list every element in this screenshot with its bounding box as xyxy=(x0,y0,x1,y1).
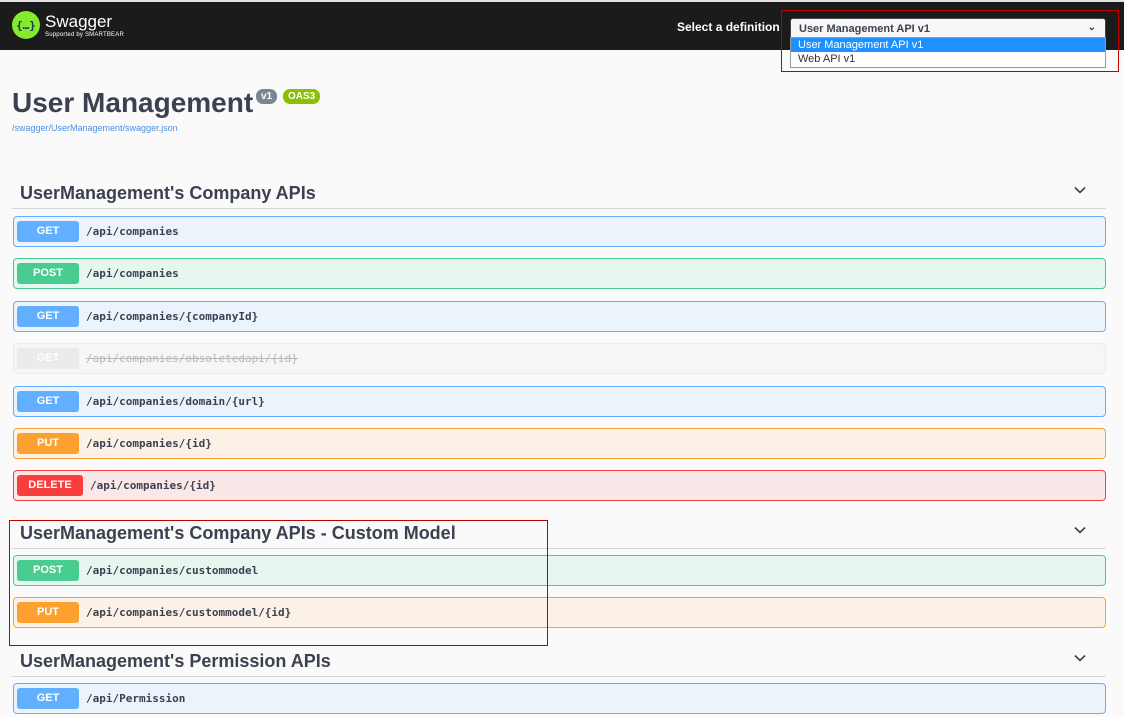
operation-path: /api/companies/custommodel xyxy=(86,564,259,577)
method-badge: GET xyxy=(17,348,79,369)
method-badge: PUT xyxy=(17,433,79,454)
swagger-logo-icon: {…} xyxy=(12,11,40,39)
operation-row[interactable]: POST /api/companies/custommodel xyxy=(13,555,1106,586)
operation-row-deprecated[interactable]: GET /api/companies/obsoletedapi/{id} xyxy=(13,343,1106,374)
swagger-logo[interactable]: {…} Swagger Supported by SMARTBEAR xyxy=(12,11,124,39)
chevron-down-icon xyxy=(1074,186,1086,194)
method-badge: GET xyxy=(17,306,79,327)
chevron-down-icon xyxy=(1074,526,1086,534)
operation-path: /api/companies/{id} xyxy=(90,479,216,492)
logo-subtitle: Supported by SMARTBEAR xyxy=(45,31,124,38)
method-badge: PUT xyxy=(17,602,79,623)
version-badge: v1 xyxy=(256,89,278,104)
chevron-down-icon: ⌄ xyxy=(1087,22,1096,33)
method-badge: GET xyxy=(17,391,79,412)
operation-row[interactable]: POST /api/companies xyxy=(13,258,1106,289)
operation-row[interactable]: PUT /api/companies/custommodel/{id} xyxy=(13,597,1106,628)
operation-path: /api/Permission xyxy=(86,692,186,705)
method-badge: GET xyxy=(17,688,79,709)
dropdown-option[interactable]: User Management API v1 xyxy=(791,38,1105,52)
operation-path: /api/companies/custommodel/{id} xyxy=(86,606,292,619)
dropdown-option[interactable]: Web API v1 xyxy=(798,53,856,65)
operation-row[interactable]: GET /api/Permission xyxy=(13,683,1106,714)
method-badge: POST xyxy=(17,560,79,581)
operation-path: /api/companies xyxy=(86,225,179,238)
tag-section-company-custom-model[interactable]: UserManagement's Company APIs - Custom M… xyxy=(12,515,1106,549)
tag-title: UserManagement's Permission APIs xyxy=(20,651,331,671)
operation-row[interactable]: GET /api/companies/{companyId} xyxy=(13,301,1106,332)
tag-section-permission-apis[interactable]: UserManagement's Permission APIs xyxy=(12,643,1106,677)
operation-path: /api/companies/obsoletedapi/{id} xyxy=(86,352,298,365)
operation-path: /api/companies xyxy=(86,267,179,280)
tag-title: UserManagement's Company APIs xyxy=(20,183,316,203)
operation-path: /api/companies/{id} xyxy=(86,437,212,450)
page-title: User Management xyxy=(12,87,254,118)
logo-name: Swagger xyxy=(45,11,113,31)
spec-url-link[interactable]: /swagger/UserManagement/swagger.json xyxy=(12,123,178,133)
chevron-down-icon xyxy=(1074,654,1086,662)
oas-badge: OAS3 xyxy=(283,89,321,104)
definition-dropdown: User Management API v1 Web API v1 xyxy=(790,37,1106,68)
method-badge: POST xyxy=(17,263,79,284)
tag-section-company-apis[interactable]: UserManagement's Company APIs xyxy=(12,175,1106,209)
selected-definition: User Management API v1 xyxy=(799,23,931,35)
operation-row[interactable]: GET /api/companies/domain/{url} xyxy=(13,386,1106,417)
select-definition-label: Select a definition xyxy=(677,20,780,34)
operation-path: /api/companies/domain/{url} xyxy=(86,395,265,408)
method-badge: GET xyxy=(17,221,79,242)
topbar: {…} Swagger Supported by SMARTBEAR Selec… xyxy=(0,0,1124,50)
operation-row[interactable]: PUT /api/companies/{id} xyxy=(13,428,1106,459)
definition-select[interactable]: User Management API v1 ⌄ xyxy=(790,18,1106,40)
operation-row[interactable]: GET /api/companies xyxy=(13,216,1106,247)
operation-path: /api/companies/{companyId} xyxy=(86,310,259,323)
tag-title: UserManagement's Company APIs - Custom M… xyxy=(20,523,456,543)
method-badge: DELETE xyxy=(17,475,83,496)
operation-row[interactable]: DELETE /api/companies/{id} xyxy=(13,470,1106,501)
